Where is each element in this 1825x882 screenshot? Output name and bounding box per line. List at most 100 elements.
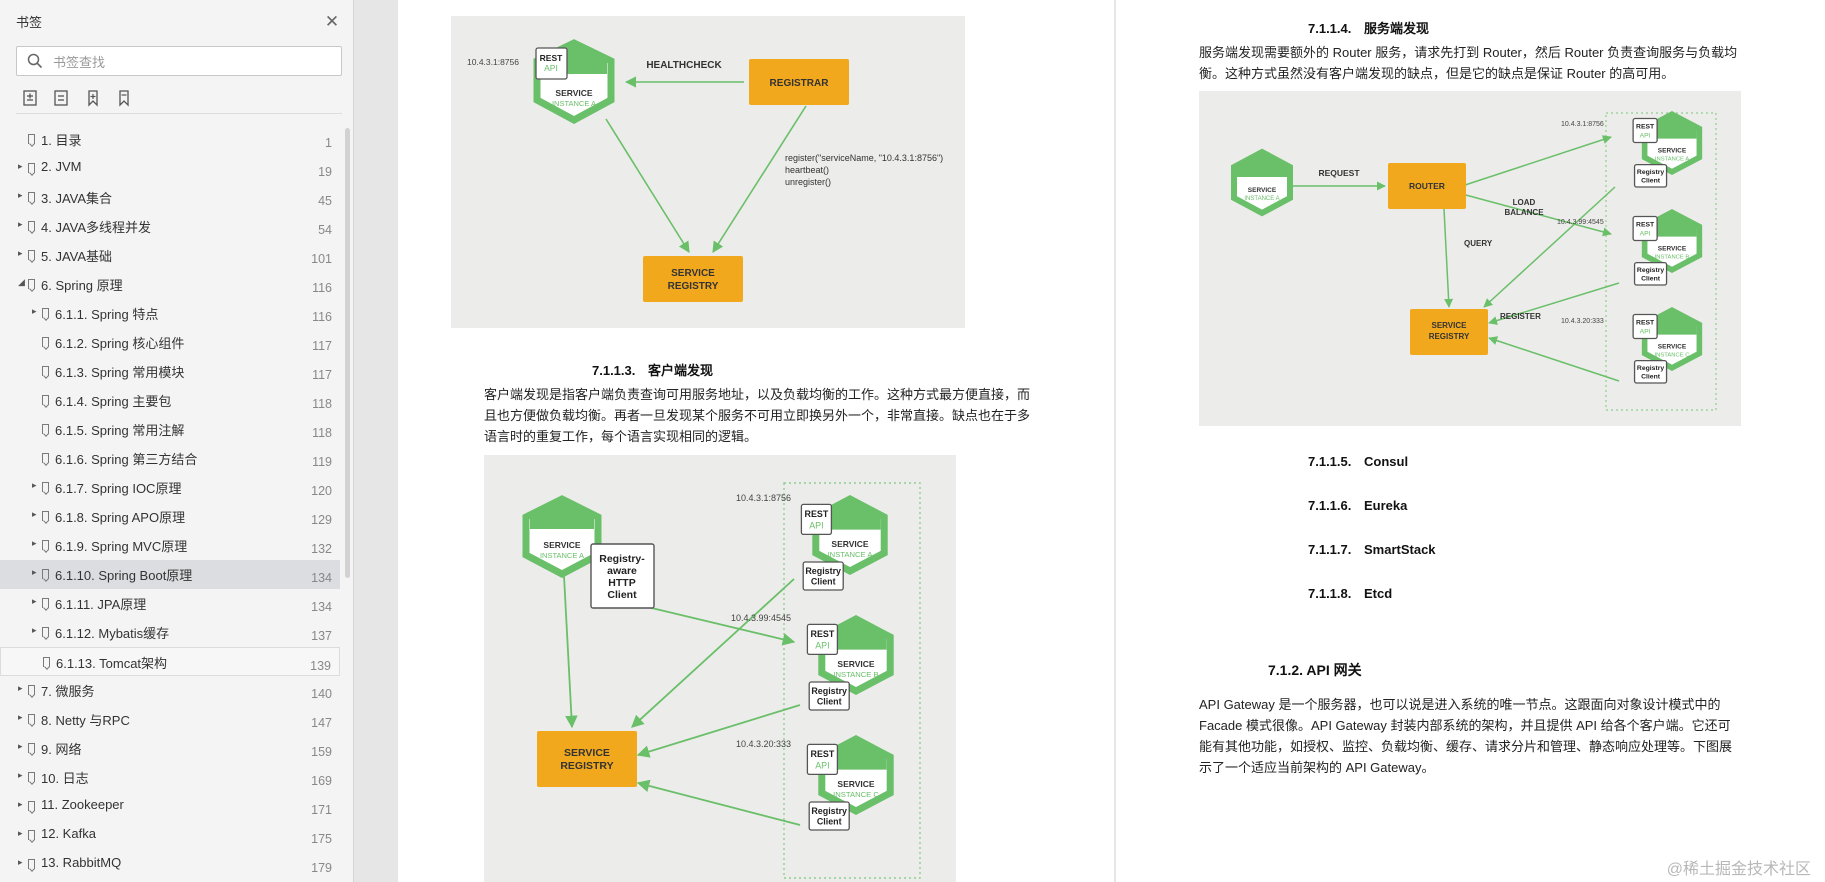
close-icon[interactable]: ✕ xyxy=(324,12,340,31)
code-line-3: unregister() xyxy=(785,177,831,187)
rest-api-box xyxy=(1632,215,1658,242)
bookmark-page-number: 140 xyxy=(311,687,332,701)
bookmark-label: 6.1.2. Spring 核心组件 xyxy=(55,336,185,351)
expand-arrow-icon[interactable]: ▸ xyxy=(32,538,37,548)
scrollbar[interactable] xyxy=(345,128,350,578)
bookmark-icon xyxy=(28,830,35,840)
service-label: SERVICE xyxy=(1658,246,1687,253)
bookmark-item[interactable]: ▸ 13. RabbitMQ 179 xyxy=(0,850,340,879)
ip-label: 10.4.3.1:8756 xyxy=(467,57,519,67)
bookmark-page-number: 171 xyxy=(311,803,332,817)
bookmark-icon xyxy=(28,685,35,695)
instances-group xyxy=(1605,112,1717,411)
expand-arrow-icon[interactable]: ▸ xyxy=(32,596,37,606)
service-label: SERVICE xyxy=(837,659,874,669)
collapse-arrow-icon[interactable]: ◢ xyxy=(18,277,25,287)
expand-arrow-icon[interactable]: ▸ xyxy=(18,248,23,258)
registrar-label: REGISTRAR xyxy=(770,78,830,89)
bookmark-page-number: 19 xyxy=(318,165,332,179)
registry-label-1: SERVICE xyxy=(1432,321,1468,330)
bookmark-label: 6.1.7. Spring IOC原理 xyxy=(55,481,182,496)
balance-label: BALANCE xyxy=(1504,208,1544,217)
ip-label-a: 10.4.3.1:8756 xyxy=(736,493,791,503)
expand-arrow-icon[interactable]: ▸ xyxy=(18,219,23,229)
expand-arrow-icon[interactable]: ▸ xyxy=(18,683,23,693)
code-line-1: register("serviceName, "10.4.3.1:8756") xyxy=(785,153,943,163)
service-label: SERVICE xyxy=(543,540,580,550)
service-label: SERVICE xyxy=(1248,187,1277,194)
expand-arrow-icon[interactable]: ▸ xyxy=(18,857,23,867)
bookmark-label: 6. Spring 原理 xyxy=(41,278,123,293)
expand-arrow-icon[interactable]: ▸ xyxy=(18,712,23,722)
expand-all-icon[interactable] xyxy=(20,88,42,108)
expand-arrow-icon[interactable]: ▸ xyxy=(18,799,23,809)
instance-label: INSTANCE B xyxy=(1655,255,1690,261)
registry-label-2: REGISTRY xyxy=(668,281,719,292)
instance-label: INSTANCE A xyxy=(828,550,874,559)
bookmark-label: 6.1.12. Mybatis缓存 xyxy=(55,626,170,641)
expand-arrow-icon[interactable]: ▸ xyxy=(18,770,23,780)
ip-label-c: 10.4.3.20:333 xyxy=(736,739,791,749)
bookmark-page-number: 45 xyxy=(318,194,332,208)
rest-label: REST xyxy=(805,509,829,519)
bookmark-page-number: 179 xyxy=(311,861,332,875)
heading-eureka: 7.1.1.6.Eureka xyxy=(1308,498,1407,513)
bookmark-search-box[interactable] xyxy=(16,46,342,76)
balance-arrow-a xyxy=(1461,135,1612,187)
expand-arrow-icon[interactable]: ▸ xyxy=(18,190,23,200)
collapse-all-icon[interactable] xyxy=(51,88,73,108)
instance-label: INSTANCE A xyxy=(1244,196,1279,202)
bookmark-label: 6.1.6. Spring 第三方结合 xyxy=(55,452,198,467)
add-bookmark-icon[interactable] xyxy=(83,88,105,108)
expand-arrow-icon[interactable]: ▸ xyxy=(32,567,37,577)
expand-arrow-icon[interactable]: ▸ xyxy=(32,306,37,316)
instance-label: INSTANCE C xyxy=(1655,353,1690,359)
service-label: SERVICE xyxy=(555,88,592,98)
ip-label-a: 10.4.3.1:8756 xyxy=(1561,121,1604,128)
expand-arrow-icon[interactable]: ▸ xyxy=(18,161,23,171)
registry-aware-client-box xyxy=(590,543,655,609)
bookmark-icon xyxy=(28,250,35,260)
arrow-from-client-b xyxy=(636,704,801,758)
bookmark-search-input[interactable] xyxy=(51,51,335,73)
bookmark-icon[interactable] xyxy=(114,88,136,108)
bookmark-page-number: 54 xyxy=(318,223,332,237)
bookmark-icon xyxy=(42,627,49,637)
expand-arrow-icon[interactable]: ▸ xyxy=(32,509,37,519)
expand-arrow-icon[interactable]: ▸ xyxy=(32,625,37,635)
registry-client-box xyxy=(1633,359,1668,384)
expand-arrow-icon[interactable]: ▸ xyxy=(18,741,23,751)
registry-client-label: Registry xyxy=(805,566,841,576)
arrow-from-client-a xyxy=(631,578,795,728)
expand-arrow-icon[interactable]: ▸ xyxy=(32,480,37,490)
bookmark-label: 13. RabbitMQ xyxy=(41,855,122,870)
instance-label: INSTANCE A xyxy=(540,551,584,560)
expand-arrow-icon[interactable]: ▸ xyxy=(18,828,23,838)
